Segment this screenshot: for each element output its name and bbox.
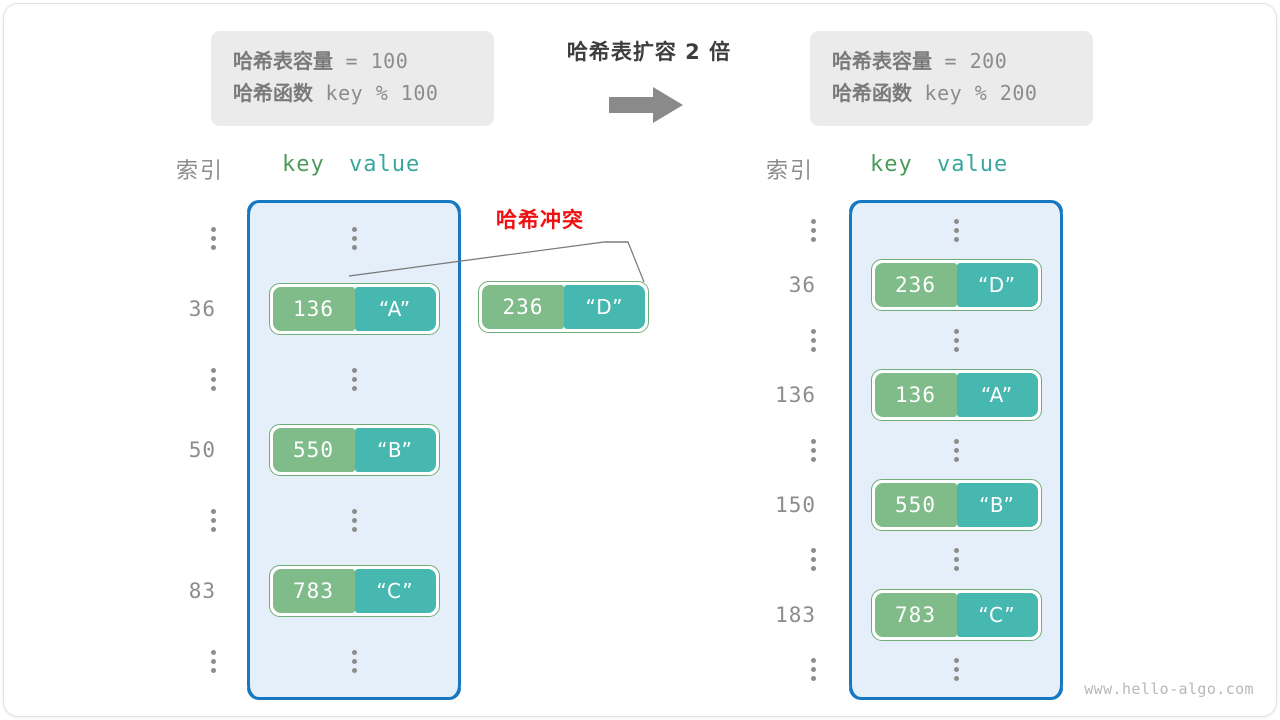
right-header-key: key xyxy=(870,152,913,177)
kv-value: “B” xyxy=(354,428,436,472)
kv-value: “A” xyxy=(956,373,1038,418)
kv-pair: 136“A” xyxy=(870,369,1042,422)
kv-pair: 783“C” xyxy=(268,565,440,618)
left-hashtable-info-box: 哈希表容量 = 100 哈希函数 key % 100 xyxy=(211,31,494,126)
collision-label: 哈希冲突 xyxy=(496,208,584,232)
kv-pair: 136“A” xyxy=(268,282,440,335)
collision-overflow-entry: 236 “D” xyxy=(478,281,649,333)
bucket-entry: 550“B” xyxy=(247,424,461,476)
bucket-slot-ellipsis xyxy=(247,355,461,403)
row-index-ellipsis xyxy=(154,363,216,395)
watermark: www.hello-algo.com xyxy=(1084,680,1254,698)
bucket-entry: 550“B” xyxy=(849,478,1063,531)
vertical-ellipsis-icon xyxy=(953,536,959,584)
row-index-ellipsis xyxy=(744,214,816,246)
row-index-ellipsis xyxy=(744,544,816,576)
right-hashfn-line: 哈希函数 key % 200 xyxy=(832,77,1071,109)
bucket-entry: 783“C” xyxy=(849,588,1063,641)
kv-key: 136 xyxy=(272,286,355,331)
bucket-slot-ellipsis xyxy=(849,316,1063,364)
vertical-ellipsis-icon xyxy=(351,214,357,262)
right-hashfn-value: key % 200 xyxy=(912,81,1038,106)
row-index-ellipsis xyxy=(154,505,216,537)
left-hashfn-label: 哈希函数 xyxy=(233,81,313,106)
left-capacity-label: 哈希表容量 xyxy=(233,49,333,73)
bucket-entry: 236“D” xyxy=(849,259,1063,312)
row-index-ellipsis xyxy=(744,434,816,466)
kv-key: 550 xyxy=(874,482,957,527)
vertical-ellipsis-icon xyxy=(953,316,959,364)
bucket-slot-ellipsis xyxy=(247,497,461,545)
bucket-entry: 136“A” xyxy=(247,282,461,335)
kv-value: “D” xyxy=(956,263,1038,308)
kv-key: 783 xyxy=(272,569,355,614)
right-header-index: 索引 xyxy=(766,159,815,184)
row-index: 83 xyxy=(188,579,216,604)
row-index: 36 xyxy=(788,273,816,298)
vertical-ellipsis-icon xyxy=(953,206,959,254)
bucket-slot-ellipsis xyxy=(849,536,1063,584)
bucket-slot-ellipsis xyxy=(849,426,1063,474)
bucket-entry: 783“C” xyxy=(247,565,461,618)
row-index: 136 xyxy=(775,383,816,408)
kv-value: “C” xyxy=(354,569,436,614)
bucket-slot-ellipsis xyxy=(247,214,461,262)
row-index: 150 xyxy=(775,492,816,517)
left-hashfn-line: 哈希函数 key % 100 xyxy=(233,77,472,109)
bucket-slot-ellipsis xyxy=(247,638,461,686)
kv-value: “B” xyxy=(956,482,1038,527)
kv-pair: 236“D” xyxy=(870,259,1042,312)
right-capacity-line: 哈希表容量 = 200 xyxy=(832,45,1071,77)
vertical-ellipsis-icon xyxy=(351,355,357,403)
resize-title: 哈希表扩容 2 倍 xyxy=(566,40,732,64)
kv-key: 136 xyxy=(874,373,957,418)
vertical-ellipsis-icon xyxy=(953,426,959,474)
vertical-ellipsis-icon xyxy=(351,638,357,686)
right-hashtable-info-box: 哈希表容量 = 200 哈希函数 key % 200 xyxy=(810,31,1093,126)
kv-key: 236 xyxy=(482,285,564,329)
row-index-ellipsis xyxy=(744,654,816,686)
left-header-value: value xyxy=(349,152,421,177)
vertical-ellipsis-icon xyxy=(351,497,357,545)
right-hashfn-label: 哈希函数 xyxy=(832,81,912,106)
left-hashfn-value: key % 100 xyxy=(313,81,439,106)
left-header-key: key xyxy=(282,152,325,177)
kv-key: 783 xyxy=(874,592,957,637)
row-index-ellipsis xyxy=(744,324,816,356)
kv-pair: 783“C” xyxy=(870,588,1042,641)
row-index: 50 xyxy=(188,438,216,462)
arrow-right-icon xyxy=(609,87,683,123)
kv-value: “A” xyxy=(354,286,436,331)
vertical-ellipsis-icon xyxy=(953,646,959,694)
bucket-slot-ellipsis xyxy=(849,646,1063,694)
row-index: 183 xyxy=(775,602,816,627)
kv-value: “C” xyxy=(956,592,1038,637)
bucket-slot-ellipsis xyxy=(849,206,1063,254)
kv-pair: 550“B” xyxy=(870,478,1042,531)
left-capacity-value: = 100 xyxy=(333,49,409,73)
left-header-index: 索引 xyxy=(176,159,225,184)
kv-key: 236 xyxy=(874,263,957,308)
right-capacity-value: = 200 xyxy=(932,49,1008,73)
row-index: 36 xyxy=(188,296,216,321)
row-index-ellipsis xyxy=(154,646,216,678)
kv-pair: 236 “D” xyxy=(478,281,649,333)
kv-value: “D” xyxy=(564,285,645,329)
diagram-card: 哈希表容量 = 100 哈希函数 key % 100 哈希表扩容 2 倍 哈希表… xyxy=(4,4,1276,716)
row-index-ellipsis xyxy=(154,222,216,254)
bucket-entry: 136“A” xyxy=(849,369,1063,422)
kv-pair: 550“B” xyxy=(268,424,440,476)
left-capacity-line: 哈希表容量 = 100 xyxy=(233,45,472,77)
right-header-value: value xyxy=(937,152,1009,177)
kv-key: 550 xyxy=(272,428,355,472)
right-capacity-label: 哈希表容量 xyxy=(832,49,932,73)
